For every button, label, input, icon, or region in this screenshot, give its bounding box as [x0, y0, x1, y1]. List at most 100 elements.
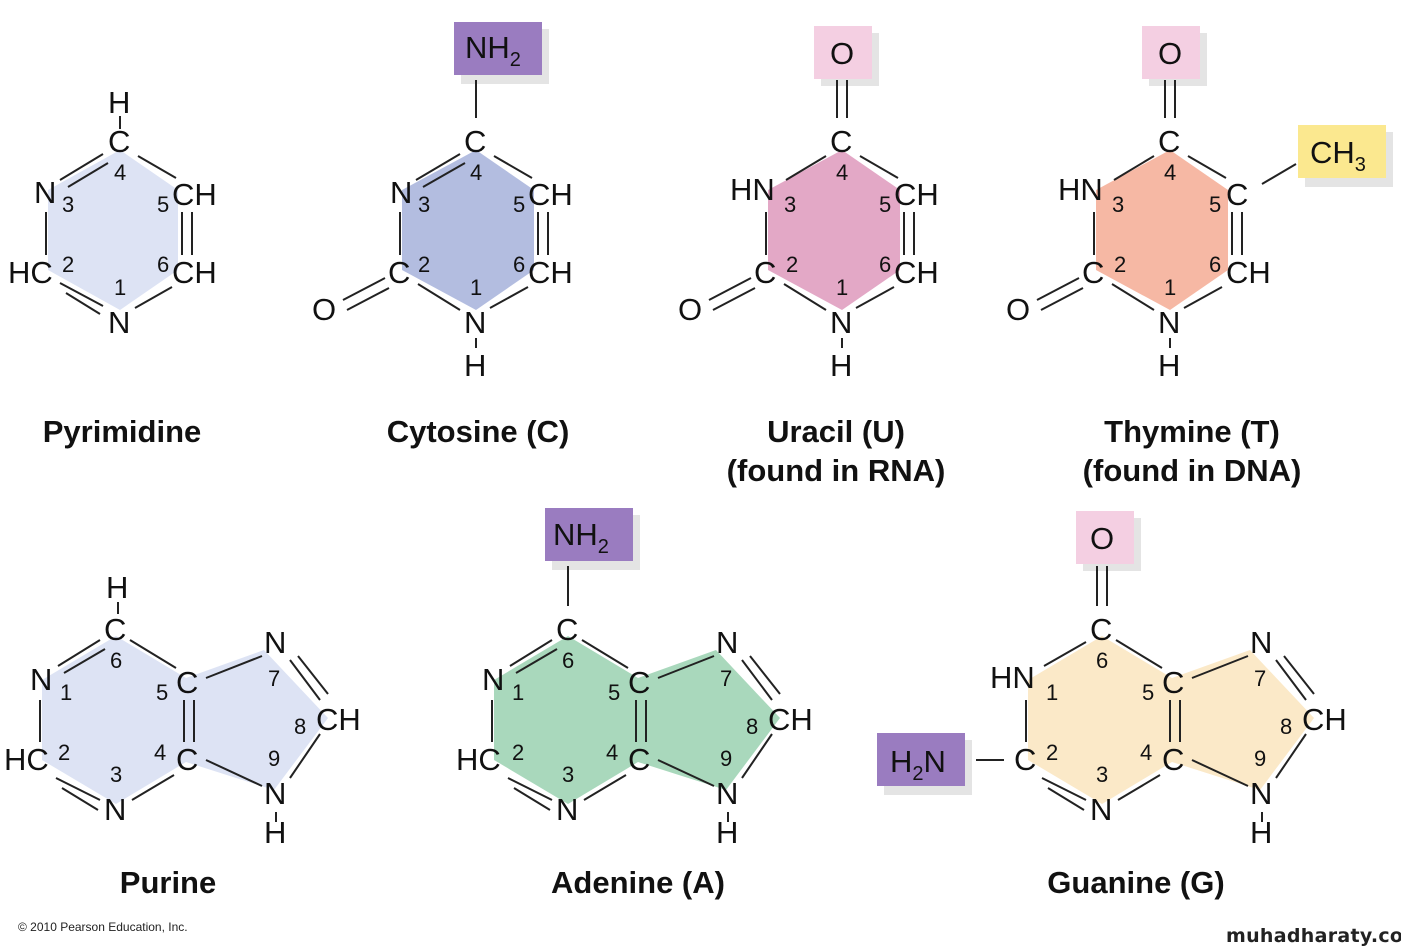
- guanine-n3: N: [1090, 792, 1112, 827]
- adenine-num-3: 3: [562, 762, 574, 787]
- adenine-num-9: 9: [720, 746, 732, 771]
- adenine-name: Adenine (A): [551, 865, 725, 900]
- purine-num-8: 8: [294, 714, 306, 739]
- adenine-num-4: 4: [606, 740, 618, 765]
- cytosine-ch6: CH: [528, 255, 573, 290]
- adenine-c5: C: [628, 665, 650, 700]
- pyr-ch5: CH: [172, 177, 217, 212]
- pyr-num-2: 2: [62, 252, 74, 277]
- guanine-ch8: CH: [1302, 702, 1347, 737]
- adenine-num-1: 1: [512, 680, 524, 705]
- guanine-num-2: 2: [1046, 740, 1058, 765]
- thymine-num-1: 1: [1164, 275, 1176, 300]
- cytosine-amino-box: [454, 22, 542, 75]
- uracil-oxo-label: O: [830, 36, 854, 71]
- guanine-num-3: 3: [1096, 762, 1108, 787]
- purine-n7: N: [264, 625, 286, 660]
- pyr-num-3: 3: [62, 192, 74, 217]
- purine-num-5: 5: [156, 680, 168, 705]
- uracil-num-3: 3: [784, 192, 796, 217]
- cytosine-n1: N: [464, 305, 486, 340]
- guanine-oxo-label: O: [1090, 521, 1114, 556]
- purine-name: Purine: [120, 865, 216, 900]
- guanine-num-4: 4: [1140, 740, 1152, 765]
- thymine-hn3: HN: [1058, 172, 1103, 207]
- uracil-num-4: 4: [836, 160, 848, 185]
- cytosine-c2: C: [388, 255, 410, 290]
- purine-c4: C: [176, 742, 198, 777]
- cytosine-n3: N: [390, 175, 412, 210]
- uracil-num-6: 6: [879, 252, 891, 277]
- thymine-h1: H: [1158, 348, 1180, 383]
- purine-n3: N: [104, 792, 126, 827]
- uracil-num-1: 1: [836, 275, 848, 300]
- pyrimidine-structure: H C 4 N 3 5 CH HC 2 6 CH 1 N Pyrimidine: [8, 85, 217, 449]
- guanine-n7: N: [1250, 625, 1272, 660]
- adenine-num-5: 5: [608, 680, 620, 705]
- pyrimidine-ring-fill: [48, 150, 178, 310]
- purine-ch8: CH: [316, 702, 361, 737]
- guanine-num-1: 1: [1046, 680, 1058, 705]
- guanine-name: Guanine (G): [1047, 865, 1224, 900]
- cytosine-num-5: 5: [513, 192, 525, 217]
- guanine-c6: C: [1090, 612, 1112, 647]
- pyr-h-top: H: [108, 85, 130, 120]
- guanine-c5: C: [1162, 665, 1184, 700]
- guanine-c2: C: [1014, 742, 1036, 777]
- uracil-num-5: 5: [879, 192, 891, 217]
- pyr-num-6: 6: [157, 252, 169, 277]
- uracil-o2: O: [678, 292, 702, 327]
- cytosine-o2: O: [312, 292, 336, 327]
- thymine-num-5: 5: [1209, 192, 1221, 217]
- uracil-ch5: CH: [894, 177, 939, 212]
- uracil-ring-fill: [768, 150, 900, 310]
- thymine-methyl-label: CH3: [1310, 135, 1366, 176]
- thymine-c5: C: [1226, 177, 1248, 212]
- guanine-num-8: 8: [1280, 714, 1292, 739]
- thymine-n1: N: [1158, 305, 1180, 340]
- cytosine-num-2: 2: [418, 252, 430, 277]
- cytosine-ring-fill: [402, 150, 534, 310]
- thymine-num-4: 4: [1164, 160, 1176, 185]
- cytosine-amino-label: NH2: [465, 30, 521, 71]
- thymine-num-2: 2: [1114, 252, 1126, 277]
- uracil-c4: C: [830, 124, 852, 159]
- purine-n9: N: [264, 776, 286, 811]
- adenine-amino-box: [545, 508, 633, 561]
- thymine-num-3: 3: [1112, 192, 1124, 217]
- purine-h-top: H: [106, 570, 128, 605]
- guanine-num-5: 5: [1142, 680, 1154, 705]
- cytosine-c4: C: [464, 124, 486, 159]
- thymine-num-6: 6: [1209, 252, 1221, 277]
- adenine-c4: C: [628, 742, 650, 777]
- cytosine-num-3: 3: [418, 192, 430, 217]
- purine-hc2: HC: [4, 742, 49, 777]
- thymine-structure: O CH3 C 4 HN 3 5 C C 2 6 CH O 1 N H Thym…: [1006, 26, 1393, 488]
- uracil-structure: O C 4 HN 3 5 CH C 2 6 CH O 1 N H Uracil …: [678, 26, 945, 488]
- uracil-c2: C: [754, 255, 776, 290]
- purine-structure: H C 6 N 1 5 C N 7 HC 2 4 C 8 CH 3 N 9 N …: [4, 570, 361, 900]
- uracil-h1: H: [830, 348, 852, 383]
- thymine-name: Thymine (T): [1104, 414, 1280, 449]
- purine-c5: C: [176, 665, 198, 700]
- uracil-n1: N: [830, 305, 852, 340]
- uracil-hn3: HN: [730, 172, 775, 207]
- purine-num-9: 9: [268, 746, 280, 771]
- pyr-hc2: HC: [8, 255, 53, 290]
- cytosine-num-1: 1: [470, 275, 482, 300]
- pyr-num-4: 4: [114, 160, 126, 185]
- guanine-amino-box: [877, 733, 965, 786]
- adenine-ch8: CH: [768, 702, 813, 737]
- cytosine-h1: H: [464, 348, 486, 383]
- cytosine-structure: NH2 C 4 N 3 5 CH C 2 6 CH O 1 N H Cytosi…: [312, 22, 573, 449]
- adenine-num-6: 6: [562, 648, 574, 673]
- purine-n1: N: [30, 662, 52, 697]
- uracil-num-2: 2: [786, 252, 798, 277]
- adenine-n7: N: [716, 625, 738, 660]
- adenine-n9: N: [716, 776, 738, 811]
- purine-num-6: 6: [110, 648, 122, 673]
- uracil-name-note: (found in RNA): [727, 453, 946, 488]
- purine-num-7: 7: [268, 666, 280, 691]
- thymine-oxo-label: O: [1158, 36, 1182, 71]
